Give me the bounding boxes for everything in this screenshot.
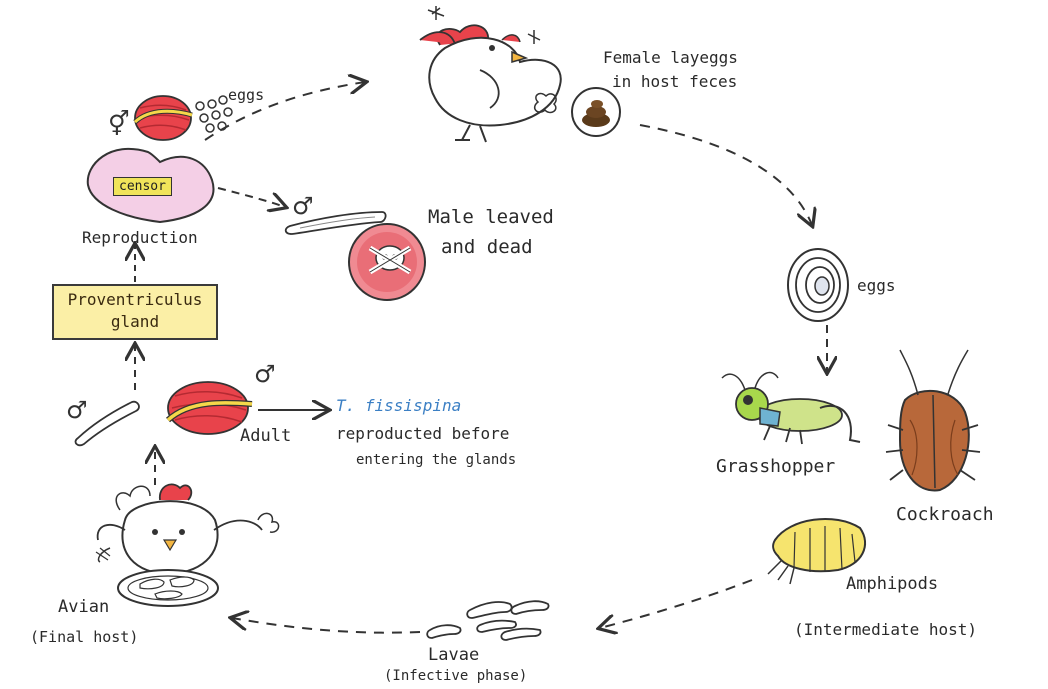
proventriculus-line-2: gland [110,312,160,331]
arrow-larvae-to-avian [232,618,421,634]
skull-icon [348,223,426,301]
avian-label: Avian [58,597,110,617]
species-name: T. fissispina [336,396,462,415]
final-host-label: (Final host) [30,628,139,646]
arrow-heart-to-male [217,187,285,207]
reproduction-label: Reproduction [82,228,198,247]
amphipods-label: Amphipods [846,574,939,594]
female-symbol: ⚥ [108,110,130,138]
male-worm-left-icon [74,400,140,447]
infective-phase-label: (Infective phase) [384,668,528,684]
cockroach-label: Cockroach [896,504,994,525]
arrow-amphipods-to-larvae [600,579,753,628]
egg-spiral-icon [787,248,849,322]
amphipod-icon [767,517,866,585]
adult-label: Adult [240,426,292,446]
eggs-label-right: eggs [857,276,896,295]
larvae-icon [426,600,550,641]
male-worm-top-icon [284,211,387,235]
smell-puff-icon [533,92,557,114]
proventriculus-line-1: Proventriculus [67,290,203,309]
feces-icon [571,87,621,137]
worm-ball-female-icon [133,95,193,141]
species-note-line-2: entering the glands [356,452,517,468]
female-lays-line-1: Female layeggs [603,48,738,67]
grasshopper-label: Grasshopper [716,456,836,477]
male-left-line-2: and dead [441,236,533,258]
avian-chicken-icon [95,483,280,607]
male-symbol-adult: ♂ [254,360,276,388]
intermediate-host-label: (Intermediate host) [794,620,978,639]
arrow-feces-to-eggs [639,124,812,225]
species-note-line-1: reproducted before [336,424,510,443]
proventriculus-box: Proventriculus gland [52,284,218,340]
female-lays-line-2: in host feces [612,72,738,91]
larvae-label: Lavae [428,645,480,665]
censor-label: censor [113,177,172,196]
grasshopper-icon [721,371,861,445]
cockroach-icon [885,349,981,492]
male-left-line-1: Male leaved [428,206,554,228]
worm-ball-adult-icon [165,381,253,435]
male-symbol-top: ♂ [292,192,314,220]
male-symbol-left: ♂ [66,396,88,424]
eggs-label-top: eggs [228,86,265,104]
egg-dots-icon [195,95,233,133]
chicken-top-icon [419,6,562,143]
